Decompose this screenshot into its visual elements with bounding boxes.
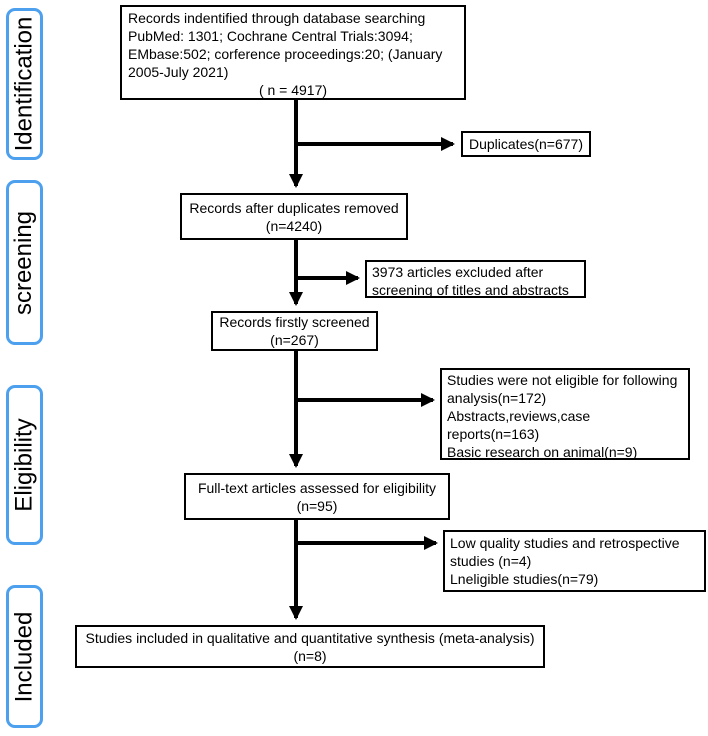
box-records-identified-line: 2005-July 2021) [128, 64, 229, 80]
box-firstly-screened-text: Records firstly screened [219, 314, 370, 330]
box-firstly-screened-count: (n=267) [270, 332, 319, 348]
box-included-synthesis-text: Studies included in qualitative and quan… [85, 629, 535, 646]
box-records-identified: Records indentified through database sea… [120, 5, 466, 100]
box-fulltext-excluded-line: Low quality studies and retrospective [450, 535, 680, 551]
stage-label-screening: screening [6, 180, 43, 345]
stage-label-eligibility: Eligibility [6, 385, 43, 545]
box-fulltext-excluded-line: studies (n=4) [450, 553, 532, 569]
box-duplicates-text: Duplicates(n=677) [468, 136, 583, 152]
box-not-eligible: Studies were not eligible for following … [440, 368, 690, 460]
stage-label-screening-text: screening [10, 210, 38, 315]
box-records-identified-line: PubMed: 1301; Cochrane Central Trials:30… [128, 28, 413, 44]
box-after-duplicates-count: (n=4240) [265, 217, 323, 234]
stage-label-identification-text: Identification [10, 16, 38, 152]
box-fulltext-excluded-line: Lneligible studies(n=79) [450, 571, 599, 587]
box-included-synthesis-count: (n=8) [293, 647, 327, 664]
box-records-identified-line: Records indentified through database sea… [128, 10, 426, 26]
box-not-eligible-line: Studies were not eligible for following [447, 372, 678, 388]
box-title-abstract-excluded: 3973 articles excluded after screening o… [365, 260, 586, 298]
box-duplicates: Duplicates(n=677) [461, 131, 591, 157]
box-after-duplicates-text: Records after duplicates removed [189, 199, 399, 216]
box-firstly-screened: Records firstly screened (n=267) [211, 311, 378, 351]
box-fulltext-assessed: Full-text articles assessed for eligibil… [184, 473, 450, 520]
box-not-eligible-line: Abstracts,reviews,case [447, 408, 591, 424]
stage-label-identification: Identification [6, 8, 43, 160]
box-not-eligible-line: Basic research on animal(n=9) [447, 444, 638, 460]
box-fulltext-assessed-count: (n=95) [296, 497, 338, 514]
box-title-abstract-excluded-line: 3973 articles excluded after [372, 264, 544, 280]
box-fulltext-assessed-text: Full-text articles assessed for eligibil… [197, 479, 437, 496]
stage-label-included: Included [6, 585, 43, 728]
box-records-identified-line: EMbase:502; corference proceedings:20; (… [128, 46, 443, 62]
box-not-eligible-line: reports(n=163) [447, 426, 540, 442]
box-included-synthesis: Studies included in qualitative and quan… [75, 625, 545, 668]
box-after-duplicates: Records after duplicates removed (n=4240… [180, 193, 408, 240]
box-title-abstract-excluded-line: screening of titles and abstracts [372, 282, 569, 298]
box-fulltext-excluded: Low quality studies and retrospective st… [443, 530, 706, 592]
box-not-eligible-line: analysis(n=172) [447, 390, 547, 406]
stage-label-eligibility-text: Eligibility [10, 418, 38, 512]
box-records-identified-count: ( n = 4917) [258, 82, 328, 98]
stage-label-included-text: Included [10, 611, 38, 702]
